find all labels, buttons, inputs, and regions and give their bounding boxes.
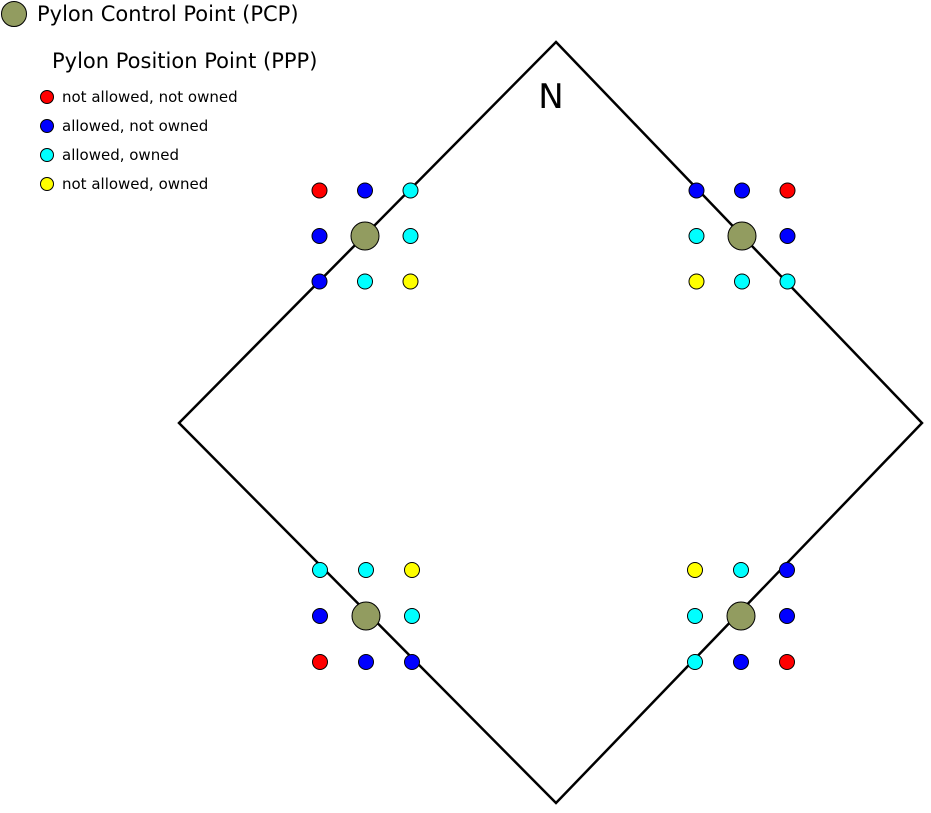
ppp-marker-yellow <box>687 562 703 578</box>
ppp-marker-cyan <box>404 608 420 624</box>
ppp-marker-cyan <box>687 654 703 670</box>
pcp-marker <box>351 601 381 631</box>
ppp-marker-blue <box>357 182 373 199</box>
pcp-legend-label: Pylon Control Point (PCP) <box>37 2 299 26</box>
ppp-marker-blue <box>312 608 328 624</box>
ppp-marker-cyan <box>312 562 328 578</box>
ppp-marker-cyan <box>734 273 750 290</box>
ppp-marker-cyan <box>402 228 419 244</box>
legend-pcp-row: Pylon Control Point (PCP) <box>1 1 299 27</box>
ppp-marker-yellow <box>402 273 419 290</box>
ppp-marker-yellow <box>404 562 420 578</box>
legend-item-label: not allowed, not owned <box>62 88 238 106</box>
legend-item-not-allowed-not-owned: not allowed, not owned <box>40 88 238 106</box>
ppp-marker-red <box>312 654 328 670</box>
ppp-marker-blue <box>404 654 420 670</box>
legend: Pylon Control Point (PCP) Pylon Position… <box>0 0 320 210</box>
blue-dot-icon <box>40 119 54 133</box>
ppp-marker-blue <box>734 182 750 199</box>
ppp-marker-blue <box>358 654 374 670</box>
ppp-legend-label: Pylon Position Point (PPP) <box>52 49 318 73</box>
pylon-cluster-lower-left <box>312 562 420 670</box>
pcp-marker <box>350 221 380 251</box>
pcp-marker <box>727 221 757 251</box>
ppp-marker-blue <box>311 228 328 244</box>
ppp-marker-blue <box>311 273 328 290</box>
ppp-marker-cyan <box>402 182 419 199</box>
ppp-marker-blue <box>733 654 749 670</box>
ppp-marker-cyan <box>687 608 703 624</box>
ppp-marker-cyan <box>733 562 749 578</box>
north-label: N <box>538 77 563 117</box>
pcp-marker <box>726 601 756 631</box>
legend-item-label: allowed, not owned <box>62 117 209 135</box>
yellow-dot-icon <box>40 177 54 191</box>
pylon-cluster-lower-right <box>687 562 795 670</box>
cyan-dot-icon <box>40 148 54 162</box>
legend-item-allowed-owned: allowed, owned <box>40 146 179 164</box>
legend-item-allowed-not-owned: allowed, not owned <box>40 117 209 135</box>
ppp-marker-blue <box>688 182 705 199</box>
legend-item-not-allowed-owned: not allowed, owned <box>40 175 209 193</box>
legend-item-label: allowed, owned <box>62 146 179 164</box>
ppp-marker-yellow <box>688 273 705 290</box>
course-diamond-outline <box>177 40 924 805</box>
ppp-marker-cyan <box>779 273 796 290</box>
ppp-marker-blue <box>779 608 795 624</box>
ppp-marker-red <box>779 654 795 670</box>
pcp-legend-icon <box>1 1 27 27</box>
pylon-cluster-upper-right <box>688 182 796 290</box>
ppp-marker-cyan <box>688 228 705 244</box>
ppp-marker-red <box>779 182 796 199</box>
red-dot-icon <box>40 90 54 104</box>
legend-item-label: not allowed, owned <box>62 175 209 193</box>
ppp-marker-cyan <box>357 273 373 290</box>
ppp-marker-cyan <box>358 562 374 578</box>
ppp-marker-blue <box>779 228 796 244</box>
ppp-marker-blue <box>779 562 795 578</box>
ppp-marker-red <box>311 182 328 199</box>
pylon-cluster-upper-left <box>311 182 419 290</box>
